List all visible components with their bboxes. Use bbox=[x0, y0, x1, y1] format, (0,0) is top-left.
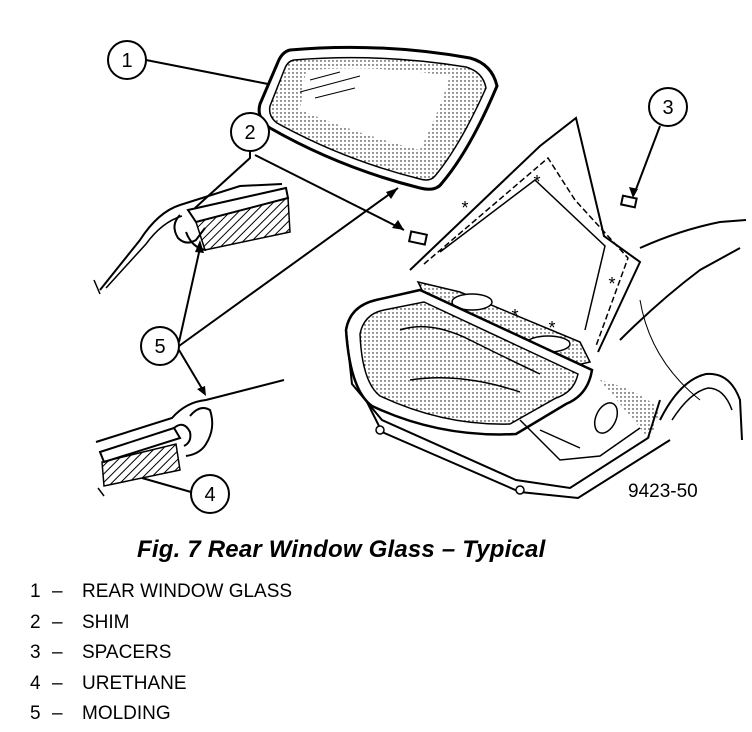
legend-item: 2–SHIM bbox=[30, 610, 292, 641]
callout-1-number: 1 bbox=[121, 50, 132, 72]
upper-molding-detail bbox=[93, 183, 291, 295]
legend-label: URETHANE bbox=[82, 672, 187, 694]
legend-dash: – bbox=[52, 611, 63, 633]
legend-dash: – bbox=[52, 642, 63, 663]
callout-4: 4 bbox=[141, 474, 230, 514]
callout-5-number: 5 bbox=[154, 336, 165, 358]
figure-code: 9423-50 bbox=[628, 481, 698, 502]
callout-4-number: 4 bbox=[204, 484, 215, 506]
vehicle-rear-body: * * * * * bbox=[344, 116, 747, 500]
legend-item: 3–SPACERS bbox=[30, 640, 292, 671]
legend-number: 2 bbox=[30, 611, 41, 633]
callout-2: 2 bbox=[194, 112, 405, 231]
legend-number: 3 bbox=[30, 642, 41, 663]
legend-item: 5–MOLDING bbox=[30, 701, 292, 732]
callout-3-number: 3 bbox=[662, 97, 673, 119]
callout-2-number: 2 bbox=[244, 122, 255, 144]
legend-item: 4–URETHANE bbox=[30, 671, 292, 702]
svg-text:*: * bbox=[548, 318, 555, 338]
legend-label: SPACERS bbox=[82, 642, 172, 663]
rear-window-glass bbox=[257, 45, 499, 191]
legend-dash: – bbox=[52, 703, 63, 724]
legend-number: 1 bbox=[30, 581, 41, 602]
figure-caption: Fig. 7 Rear Window Glass – Typical bbox=[137, 536, 546, 563]
spacers bbox=[407, 194, 638, 246]
legend-item: 1–REAR WINDOW GLASS bbox=[30, 579, 292, 610]
legend-label: REAR WINDOW GLASS bbox=[82, 581, 293, 602]
svg-text:*: * bbox=[461, 198, 468, 218]
legend-dash: – bbox=[52, 672, 63, 694]
lower-molding-detail bbox=[95, 379, 285, 497]
legend-label: SHIM bbox=[82, 611, 130, 633]
legend-dash: – bbox=[52, 581, 63, 602]
callout-5: 5 bbox=[140, 187, 399, 396]
callout-3: 3 bbox=[629, 87, 688, 198]
legend: 1–REAR WINDOW GLASS 2–SHIM 3–SPACERS 4–U… bbox=[30, 579, 292, 732]
svg-text:*: * bbox=[533, 172, 540, 192]
svg-text:*: * bbox=[608, 274, 615, 294]
callout-1: 1 bbox=[107, 40, 269, 85]
legend-label: MOLDING bbox=[82, 703, 171, 724]
rear-window-diagram: 1 2 3 5 bbox=[93, 40, 747, 514]
legend-number: 5 bbox=[30, 703, 41, 724]
legend-number: 4 bbox=[30, 672, 41, 694]
